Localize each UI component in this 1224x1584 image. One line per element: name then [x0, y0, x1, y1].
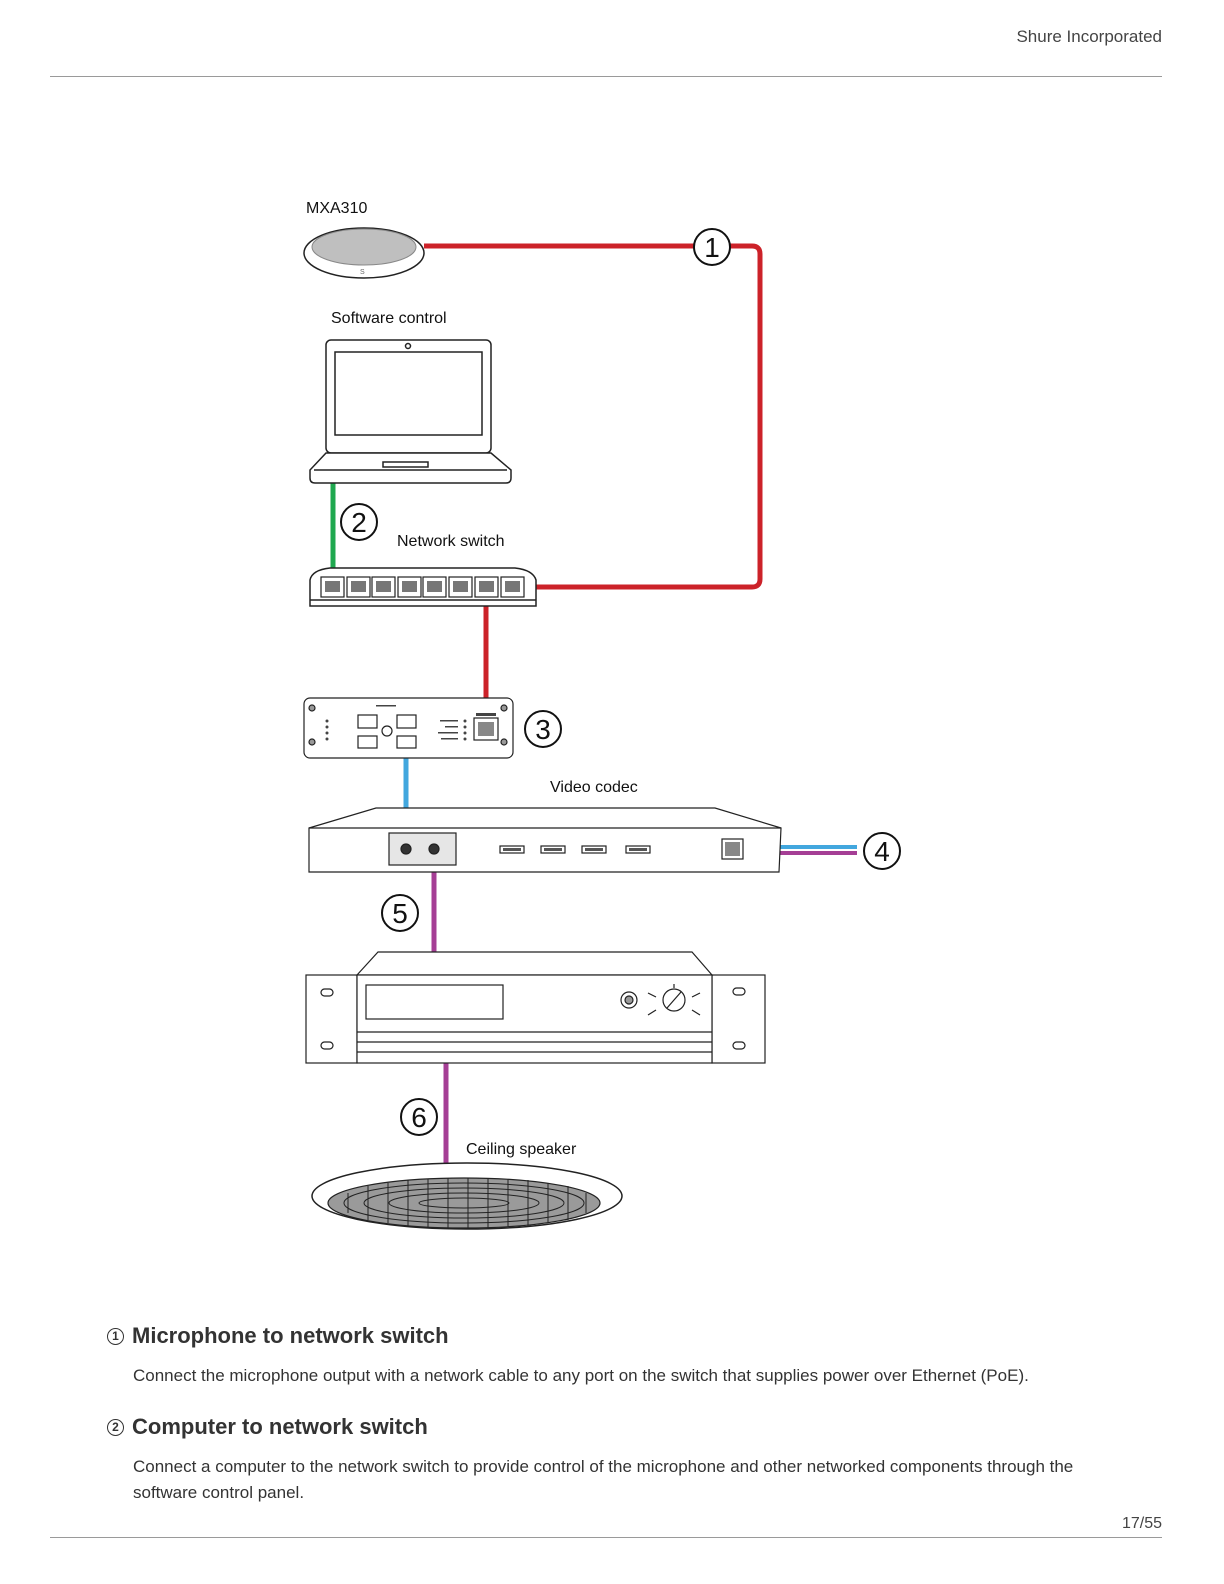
- callout-4: 4: [863, 832, 901, 870]
- laptop: [309, 339, 512, 484]
- connection-diagram: S MXA310 Software control: [303, 200, 901, 1230]
- mxa310-microphone: S: [303, 227, 425, 279]
- svg-text:6: 6: [411, 1102, 427, 1133]
- footer-divider: [50, 1537, 1162, 1538]
- svg-text:1: 1: [704, 232, 720, 263]
- section-microphone-to-switch: 1 Microphone to network switch Connect t…: [107, 1323, 1117, 1389]
- label-codec: Video codec: [550, 779, 638, 796]
- svg-text:3: 3: [535, 714, 551, 745]
- label-laptop: Software control: [331, 310, 447, 327]
- callout-3: 3: [524, 710, 562, 748]
- page-number: 17/55: [1121, 1515, 1162, 1532]
- callout-5: 5: [381, 894, 419, 932]
- section-body: Connect the microphone output with a net…: [133, 1366, 1029, 1385]
- label-switch: Network switch: [397, 533, 505, 550]
- section-number-badge: 2: [107, 1418, 124, 1436]
- section-number-badge: 1: [107, 1327, 124, 1345]
- svg-text:4: 4: [874, 836, 890, 867]
- svg-text:S: S: [360, 269, 365, 276]
- header-divider: [50, 76, 1162, 77]
- label-mic: MXA310: [306, 200, 367, 217]
- section-body: Connect a computer to the network switch…: [133, 1457, 1074, 1502]
- ceiling-speaker: [311, 1162, 623, 1230]
- amplifier: [305, 951, 766, 1064]
- section-heading: 1 Microphone to network switch: [107, 1323, 1117, 1349]
- section-heading: 2 Computer to network switch: [107, 1414, 1117, 1440]
- svg-text:5: 5: [392, 898, 408, 929]
- header-company: Shure Incorporated: [1016, 27, 1162, 46]
- cable-1-red: [424, 243, 763, 590]
- network-switch: [309, 567, 537, 607]
- section-computer-to-switch: 2 Computer to network switch Connect a c…: [107, 1414, 1117, 1506]
- label-speaker: Ceiling speaker: [466, 1141, 577, 1158]
- audio-network-interface: [303, 697, 514, 759]
- callout-6: 6: [400, 1098, 438, 1136]
- callout-1: 1: [693, 228, 731, 266]
- section-title: Microphone to network switch: [132, 1323, 449, 1348]
- section-title: Computer to network switch: [132, 1414, 428, 1439]
- callout-2: 2: [340, 503, 378, 541]
- video-codec: [308, 807, 782, 873]
- svg-text:2: 2: [351, 507, 367, 538]
